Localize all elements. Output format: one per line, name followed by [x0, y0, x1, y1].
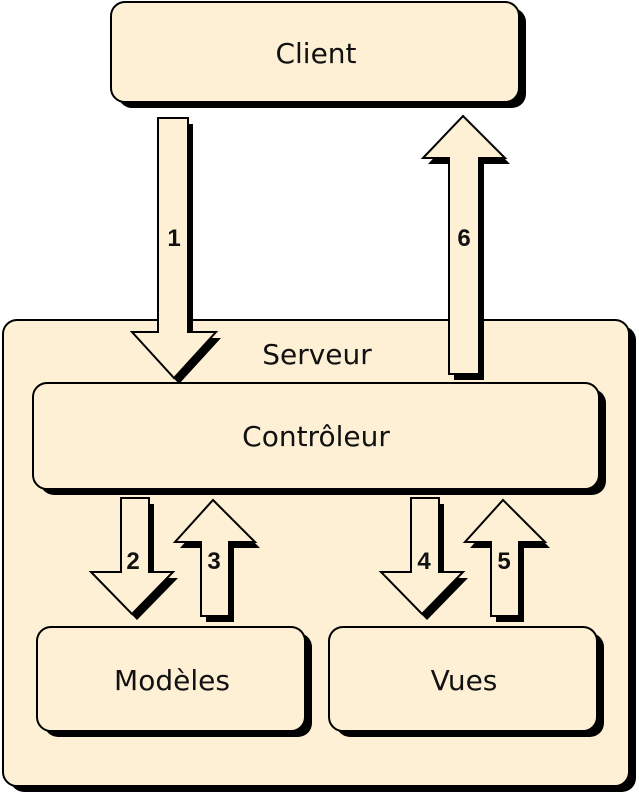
arrow-5-label: 5 [497, 548, 510, 575]
arrow-controller-to-client: 6 [420, 114, 510, 380]
arrow-3 [172, 498, 258, 617]
arrow-3-label: 3 [207, 548, 220, 575]
arrow-6-label: 6 [457, 225, 470, 252]
arrow-6 [420, 114, 508, 375]
arrow-1-label: 1 [167, 225, 180, 252]
controller-box [32, 382, 600, 490]
arrow-2 [88, 497, 176, 616]
arrow-client-to-controller: 1 [129, 117, 221, 384]
client-box [110, 1, 520, 103]
views-label: Vues [431, 664, 498, 697]
models-box [36, 626, 306, 732]
server-label: Serveur [262, 338, 372, 371]
arrow-4 [378, 497, 466, 616]
arrow-controller-to-models: 2 [88, 497, 178, 620]
arrow-1 [129, 117, 219, 380]
controller-label: Contrôleur [242, 420, 390, 453]
controller-node: Contrôleur [32, 382, 606, 495]
views-node: Vues [328, 626, 604, 737]
arrow-5 [462, 498, 548, 617]
views-box [328, 626, 598, 732]
models-node: Modèles [36, 626, 312, 737]
arrow-views-to-controller: 5 [462, 498, 550, 622]
models-label: Modèles [114, 664, 230, 697]
arrow-2-label: 2 [126, 548, 139, 575]
arrow-models-to-controller: 3 [172, 498, 260, 622]
arrow-4-label: 4 [417, 548, 431, 575]
arrow-controller-to-views: 4 [378, 497, 468, 620]
client-node: Client [110, 1, 526, 108]
client-label: Client [275, 37, 356, 70]
